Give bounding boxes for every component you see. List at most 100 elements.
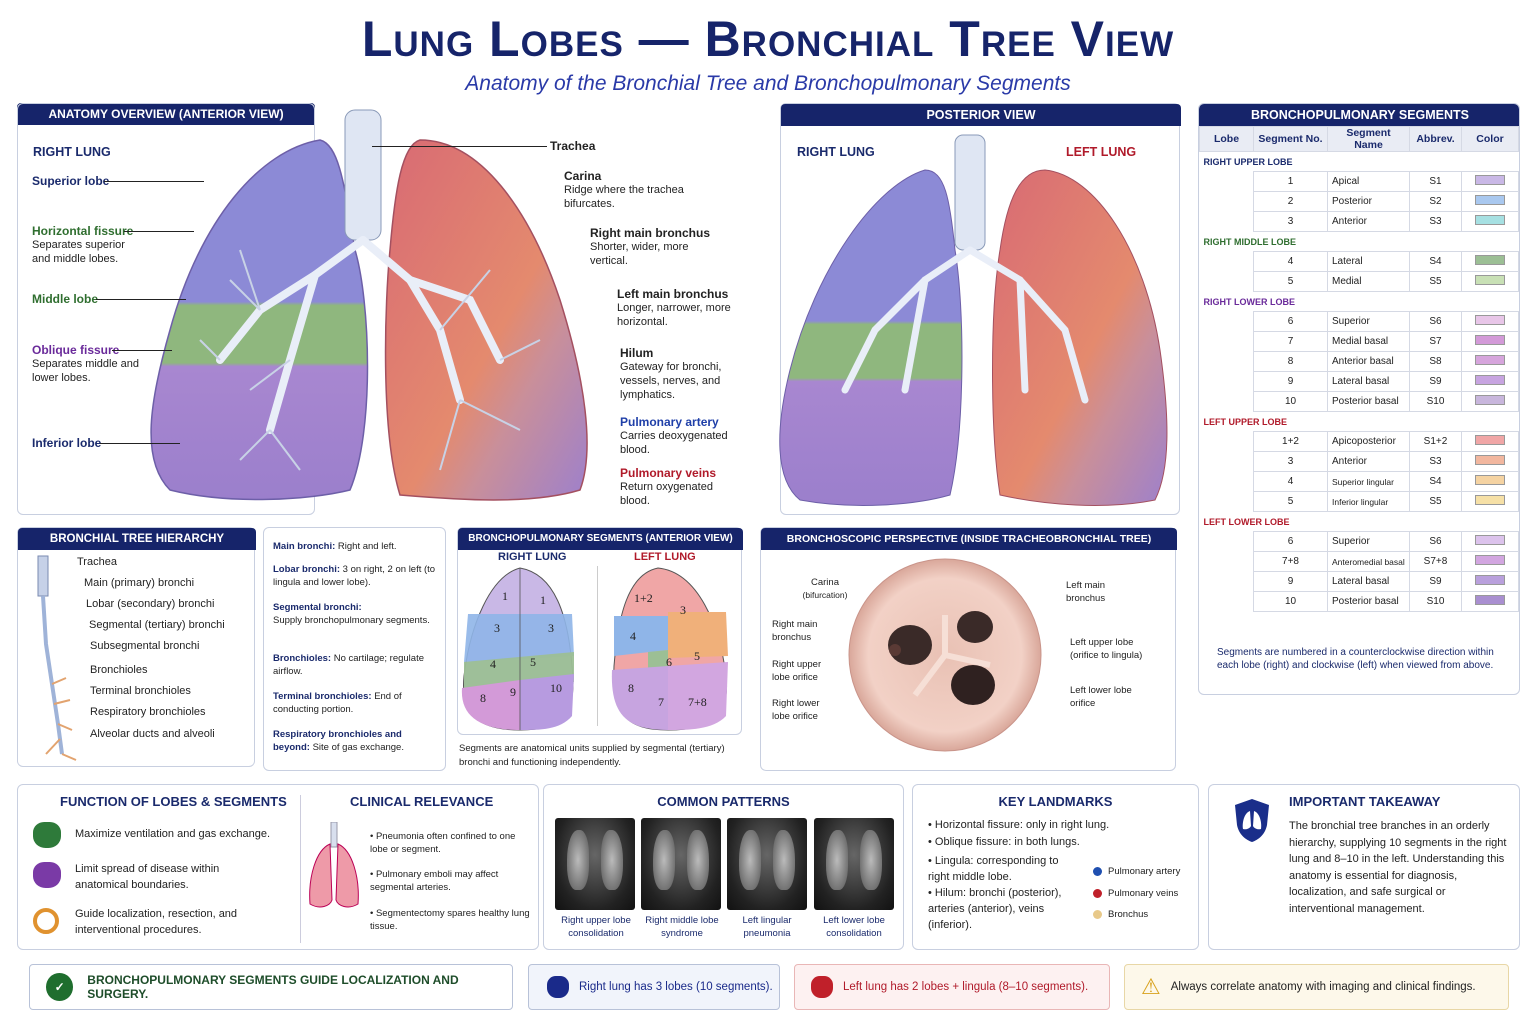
segment-color-swatch — [1475, 195, 1505, 205]
label-inferior-lobe: Inferior lobe — [32, 436, 102, 450]
takeaway-text: The bronchial tree branches in an orderl… — [1289, 820, 1507, 915]
xray-image-1 — [641, 818, 721, 910]
segment-name: Anteromedial basal — [1327, 551, 1410, 572]
segment-number: 6 — [1253, 311, 1328, 332]
lseg-1: 3 — [680, 603, 686, 617]
segment-number: 2 — [1253, 191, 1328, 212]
pattern-label-1: Right middle lobe syndrome — [645, 915, 719, 939]
hier-item-4: Subsegmental bronchi — [90, 640, 200, 652]
segment-number: 1 — [1253, 171, 1328, 192]
segments-table-title: BRONCHOPULMONARY SEGMENTS — [1199, 104, 1519, 126]
segment-color-swatch — [1475, 555, 1505, 565]
segment-color-swatch — [1475, 475, 1505, 485]
segment-abbrev: S5 — [1409, 271, 1462, 292]
landmark-item-3: • Hilum: bronchi (posterior), arteries (… — [928, 887, 1062, 931]
segment-abbrev: S10 — [1409, 591, 1462, 612]
legend-artery: Pulmonary artery — [1093, 866, 1180, 877]
segment-name: Superior lingular — [1327, 471, 1410, 492]
seg-anterior-note: Segments are anatomical units supplied b… — [459, 743, 725, 768]
segment-number: 10 — [1253, 391, 1328, 412]
anatomy-right-lung-label: RIGHT LUNG — [33, 145, 111, 159]
pattern-label-2: Left lingular pneumonia — [742, 915, 792, 939]
function-item-2: Guide localization, resection, and inter… — [75, 908, 238, 936]
rseg-8: 10 — [550, 681, 562, 695]
segment-name: Superior — [1327, 531, 1410, 552]
segment-color-swatch — [1475, 395, 1505, 405]
clinical-title: CLINICAL RELEVANCE — [350, 794, 494, 809]
segment-name: Lateral basal — [1327, 371, 1410, 392]
bs-right-main-bronchus: Right main bronchus — [772, 619, 818, 643]
page-subtitle: Anatomy of the Bronchial Tree and Bronch… — [465, 72, 1071, 95]
segment-number: 5 — [1253, 271, 1328, 292]
lungs-red-icon — [811, 976, 833, 998]
function-item-1: Limit spread of disease within anatomica… — [75, 863, 220, 891]
segment-color-swatch — [1475, 215, 1505, 225]
segment-color-swatch — [1475, 375, 1505, 385]
legend-bronchus: Bronchus — [1093, 909, 1148, 920]
segment-name: Posterior basal — [1327, 591, 1410, 612]
segment-name: Lateral — [1327, 251, 1410, 272]
bronchoscopic-view — [848, 558, 1042, 752]
rseg-4: 4 — [490, 657, 496, 671]
note-segmental-bronchi: Segmental bronchi:Supply bronchopulmonar… — [273, 602, 430, 626]
segment-color-swatch — [1475, 335, 1505, 345]
segment-color-swatch — [1475, 315, 1505, 325]
lungs-blue-icon — [547, 976, 569, 998]
lungs-purple-icon — [33, 862, 61, 888]
check-icon: ✓ — [46, 973, 74, 1001]
label-trachea: Trachea — [550, 139, 596, 153]
segment-abbrev: S3 — [1409, 211, 1462, 232]
lseg-7: 7+8 — [688, 695, 707, 709]
segment-number: 4 — [1253, 471, 1328, 492]
lseg-5: 8 — [628, 681, 634, 695]
segment-color-swatch — [1475, 495, 1505, 505]
segments-table: Lobe Segment No. Segment Name Abbrev. Co… — [1199, 126, 1519, 612]
hierarchy-notes-panel — [263, 527, 446, 771]
segment-color-swatch — [1475, 595, 1505, 605]
segment-abbrev: S4 — [1409, 251, 1462, 272]
hier-item-7: Respiratory bronchioles — [90, 706, 206, 718]
segment-name: Anterior — [1327, 451, 1410, 472]
segment-name: Anterior — [1327, 211, 1410, 232]
landmark-item-2: • Lingula: corresponding to right middle… — [928, 855, 1059, 883]
segment-abbrev: S4 — [1409, 471, 1462, 492]
function-title: FUNCTION OF LOBES & SEGMENTS — [60, 794, 287, 809]
function-item-0: Maximize ventilation and gas exchange. — [75, 828, 271, 840]
segment-color-swatch — [1475, 575, 1505, 585]
segment-abbrev: S9 — [1409, 571, 1462, 592]
note-bronchioles: Bronchioles: No cartilage; regulate airf… — [273, 653, 425, 677]
lobe-group-header: RIGHT MIDDLE LOBE — [1203, 236, 1297, 247]
hier-item-1: Main (primary) bronchi — [84, 577, 195, 589]
segment-abbrev: S8 — [1409, 351, 1462, 372]
segment-number: 4 — [1253, 251, 1328, 272]
segment-number: 6 — [1253, 531, 1328, 552]
seg-anterior-right-lung: 1 1 3 3 4 5 8 9 10 — [461, 567, 574, 731]
bs-right-upper-lobe: Right upper lobe orifice — [772, 659, 822, 683]
segment-name: Apicoposterior — [1327, 431, 1410, 452]
lobe-group-header: RIGHT UPPER LOBE — [1203, 156, 1293, 167]
lseg-0: 1+2 — [634, 591, 653, 605]
segment-number: 3 — [1253, 211, 1328, 232]
xray-image-3 — [814, 818, 894, 910]
segment-color-swatch — [1475, 535, 1505, 545]
anatomy-lungs-illustration — [150, 109, 588, 501]
bronchoscopic-title: BRONCHOSCOPIC PERSPECTIVE (INSIDE TRACHE… — [761, 528, 1177, 550]
landmark-item-1: • Oblique fissure: in both lungs. — [928, 836, 1080, 848]
lobe-group-header: LEFT UPPER LOBE — [1203, 416, 1288, 427]
clinical-lungs-icon — [309, 822, 359, 908]
segment-name: Medial — [1327, 271, 1410, 292]
segment-name: Lateral basal — [1327, 571, 1410, 592]
